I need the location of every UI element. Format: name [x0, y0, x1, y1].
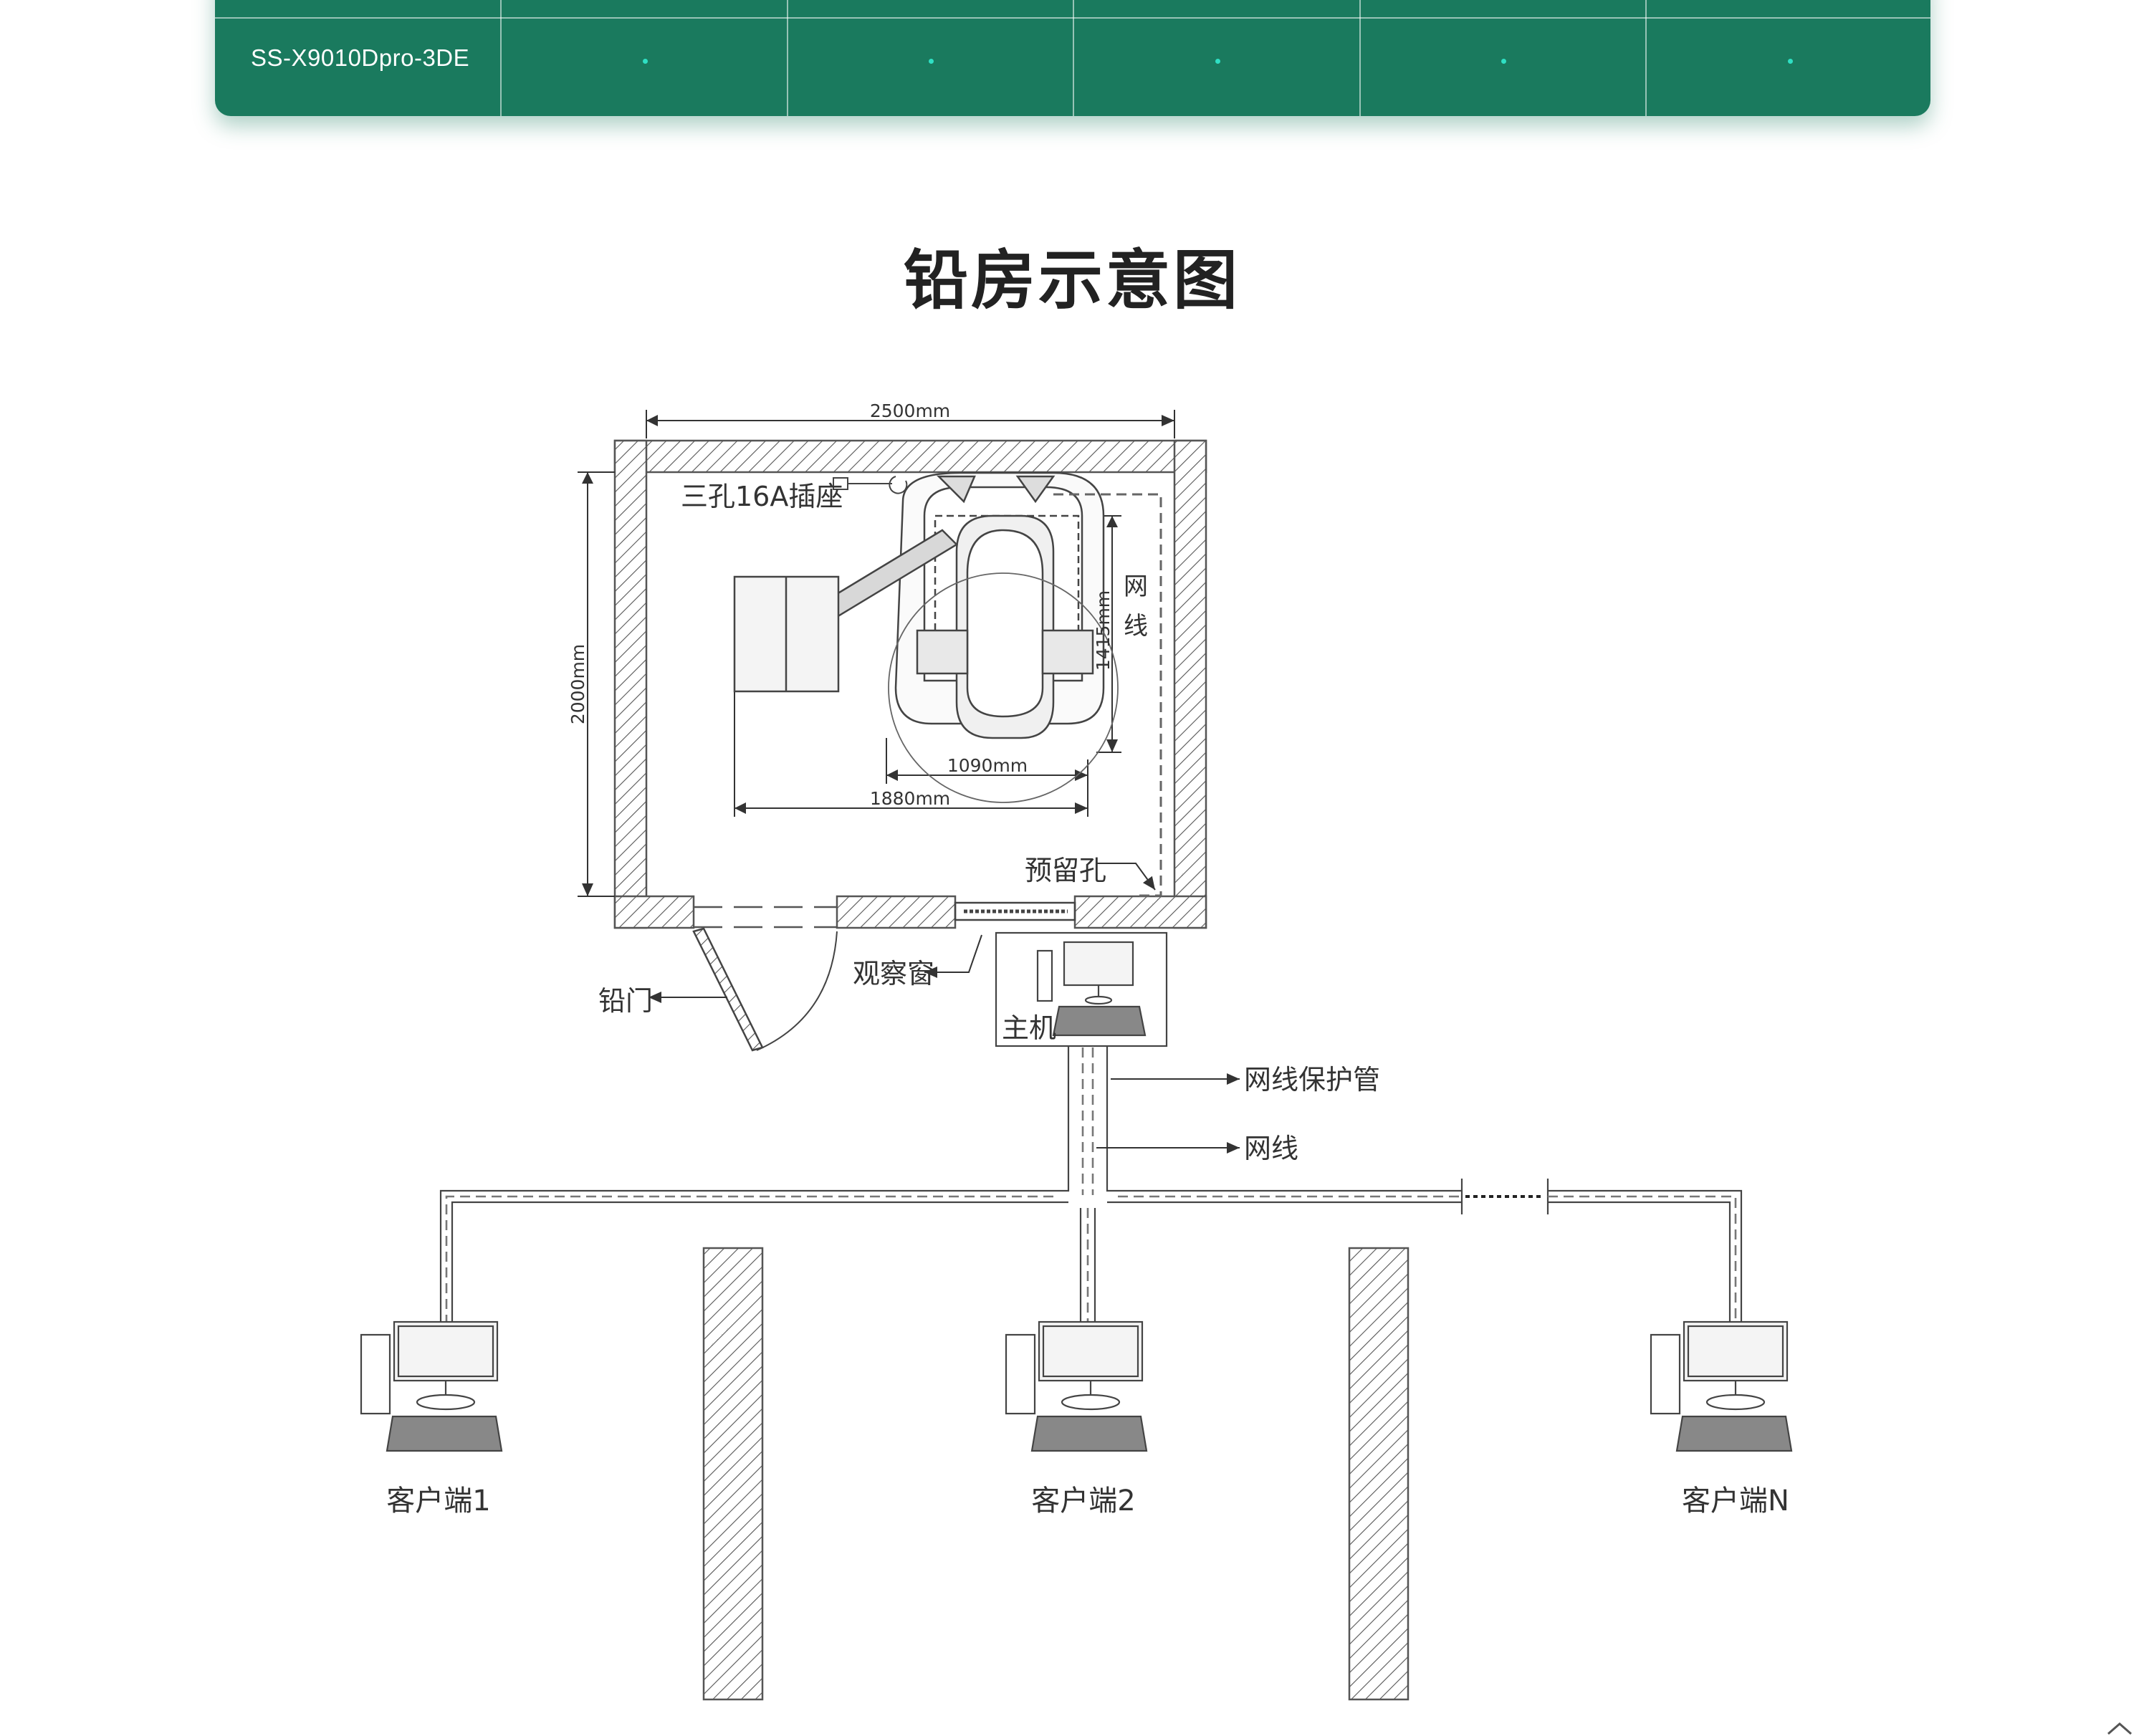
- client-computer-n: [1650, 1320, 1793, 1452]
- table-column-divider: [1073, 0, 1074, 116]
- table-column-divider: [787, 0, 788, 116]
- dim-rotation-label: 1090mm: [947, 755, 1028, 776]
- table-column-divider: [1645, 0, 1647, 116]
- feature-dot-1: [643, 59, 648, 64]
- dim-depth-label: 1415mm: [1093, 590, 1114, 671]
- client-label-n: 客户端N: [1682, 1485, 1789, 1517]
- network-cable-trunk: [445, 1047, 1737, 1322]
- table-column-divider: [1359, 0, 1361, 116]
- observation-window-pointer: [924, 934, 982, 978]
- reserved-hole-pointer: [1096, 863, 1156, 891]
- network-cable-room: [1053, 493, 1162, 897]
- model-name-cell: SS-X9010Dpro-3DE: [251, 44, 470, 71]
- page-title: 铅房示意图: [904, 243, 1240, 318]
- client-label-2: 客户端2: [1031, 1485, 1135, 1517]
- client-computer-1: [360, 1320, 503, 1452]
- door-opening: [694, 906, 837, 929]
- dim-device-width-label: 1880mm: [870, 788, 950, 809]
- network-cable-vertical-label-2: 线: [1124, 612, 1148, 641]
- pillars: [702, 1247, 1410, 1701]
- feature-dot-4: [1501, 59, 1506, 64]
- socket-label: 三孔16A插座: [681, 481, 843, 512]
- host-label: 主机: [1002, 1012, 1056, 1044]
- table-column-divider: [500, 0, 502, 116]
- spec-table: SS-X9010Dpro-3DE: [215, 0, 1930, 116]
- dimension-lines: [578, 410, 1175, 897]
- reserved-hole-label: 预留孔: [1025, 855, 1106, 886]
- network-cable-vertical-label-1: 网: [1124, 572, 1148, 601]
- lead-door: [692, 927, 838, 1052]
- network-cable-label: 网线: [1244, 1133, 1298, 1164]
- client-computer-2: [1005, 1320, 1148, 1452]
- chevron-up-icon[interactable]: [2105, 1721, 2134, 1735]
- ct-device: [733, 471, 1119, 803]
- host-console: [995, 931, 1168, 1047]
- lead-door-label: 铅门: [598, 985, 653, 1017]
- lead-room-walls: [613, 439, 1207, 929]
- client-label-1: 客户端1: [386, 1485, 490, 1517]
- cable-protection-pipe-label: 网线保护管: [1244, 1064, 1380, 1095]
- pipe-label-pointers: [1096, 1073, 1240, 1154]
- dim-width-label: 2500mm: [870, 401, 950, 421]
- observation-window: [954, 901, 1076, 921]
- feature-dot-3: [1215, 59, 1220, 64]
- feature-dot-2: [929, 59, 934, 64]
- dim-height-label: 2000mm: [568, 644, 588, 724]
- socket-icon: [833, 476, 908, 494]
- cable-protection-pipe: [439, 1046, 1743, 1322]
- feature-dot-5: [1788, 59, 1793, 64]
- observation-window-label: 观察窗: [853, 958, 934, 989]
